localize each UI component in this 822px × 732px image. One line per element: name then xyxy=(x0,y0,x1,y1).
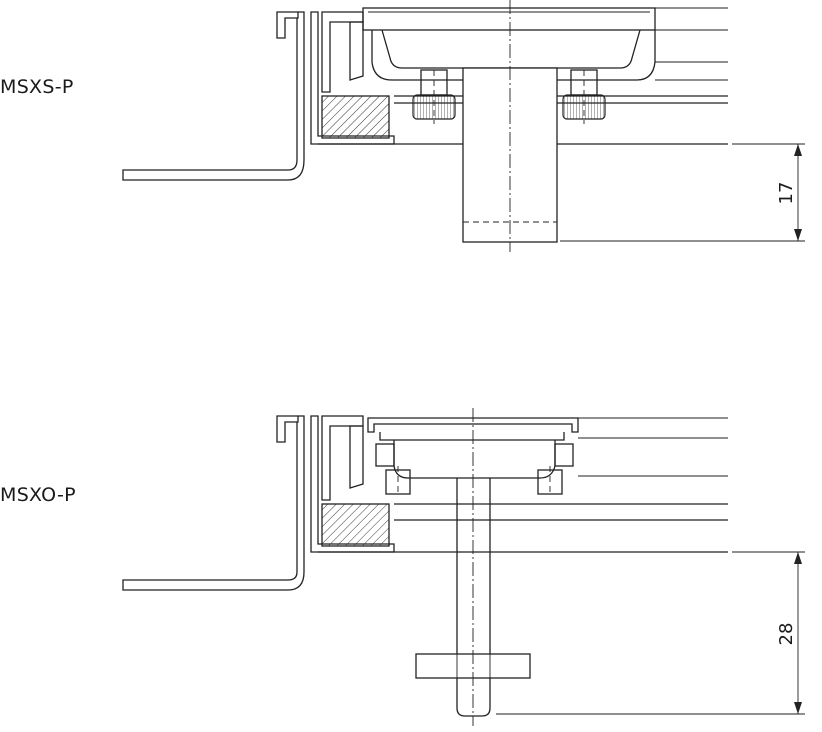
housing-side-left xyxy=(375,443,395,467)
inner-frame-step xyxy=(321,11,364,93)
housing-side-right xyxy=(554,443,574,467)
model-label-msxs-p: MSXS-P xyxy=(0,76,74,98)
hatched-block xyxy=(321,503,390,547)
model-label-msxo-p: MSXO-P xyxy=(0,484,76,506)
tray-inner xyxy=(381,29,641,69)
frame-profile-bend xyxy=(122,415,305,591)
frame-profile-outer xyxy=(276,415,299,443)
housing xyxy=(379,432,565,441)
top-plate xyxy=(362,7,656,31)
top-plate xyxy=(367,417,579,433)
dimension-bottom-value: 28 xyxy=(776,623,797,646)
frame-profile-bend xyxy=(122,11,305,181)
hatched-block xyxy=(321,95,390,139)
msxo-p-section: 28 xyxy=(122,408,805,726)
housing-bowl xyxy=(393,440,556,479)
msxs-p-section: 17 xyxy=(122,0,805,252)
dimension-top-value: 17 xyxy=(776,182,797,205)
stem xyxy=(456,478,491,717)
inner-frame xyxy=(310,415,395,553)
inner-bracket xyxy=(349,21,364,81)
inner-frame xyxy=(310,11,395,145)
inner-bracket xyxy=(349,425,364,489)
inner-frame-step xyxy=(321,415,364,501)
frame-profile-outer xyxy=(276,11,299,39)
